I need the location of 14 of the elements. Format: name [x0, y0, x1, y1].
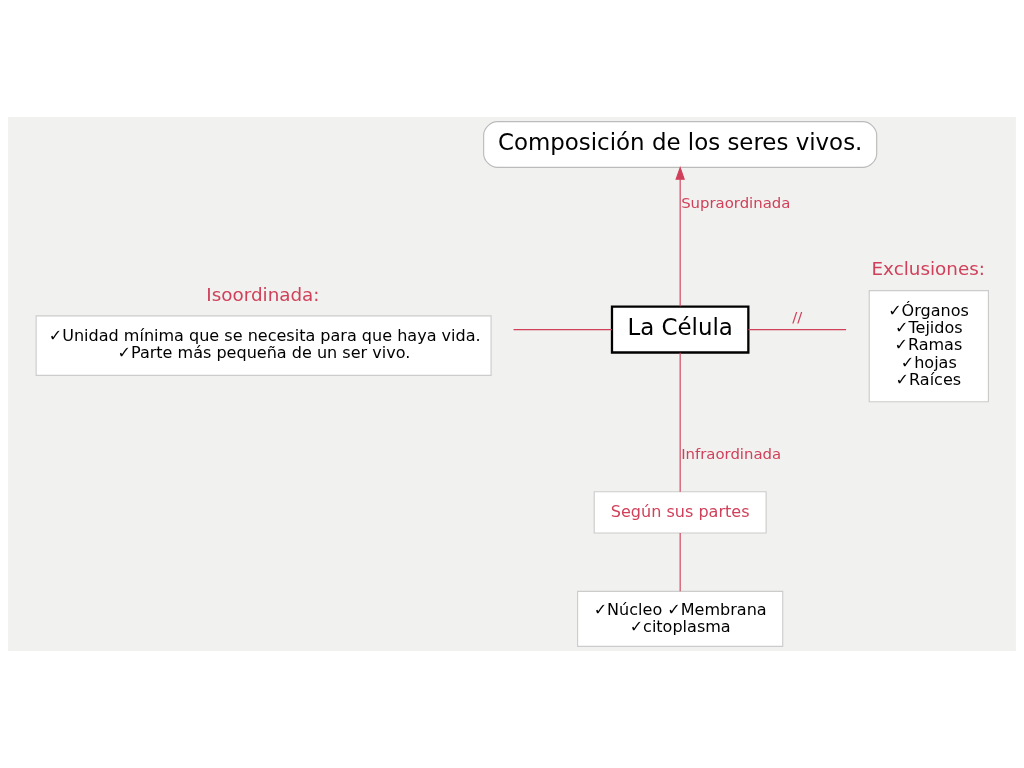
edge-label: Supraordinada [681, 193, 791, 212]
arrow [675, 165, 685, 307]
node-box: La Célula [610, 305, 750, 354]
connector [679, 352, 681, 493]
edge-label: // [792, 308, 803, 327]
connector [747, 329, 847, 331]
edge-label: Infraordinada [681, 444, 782, 463]
node-box: ✓Núcleo ✓Membrana ✓citoplasma [577, 590, 784, 647]
connector [679, 532, 681, 592]
connector [513, 329, 613, 331]
node-label: Exclusiones: [871, 258, 985, 280]
node-box: Composición de los seres vivos. [483, 121, 878, 168]
node-box: Según sus partes [593, 491, 767, 534]
node-label: Isoordinada: [206, 283, 320, 305]
